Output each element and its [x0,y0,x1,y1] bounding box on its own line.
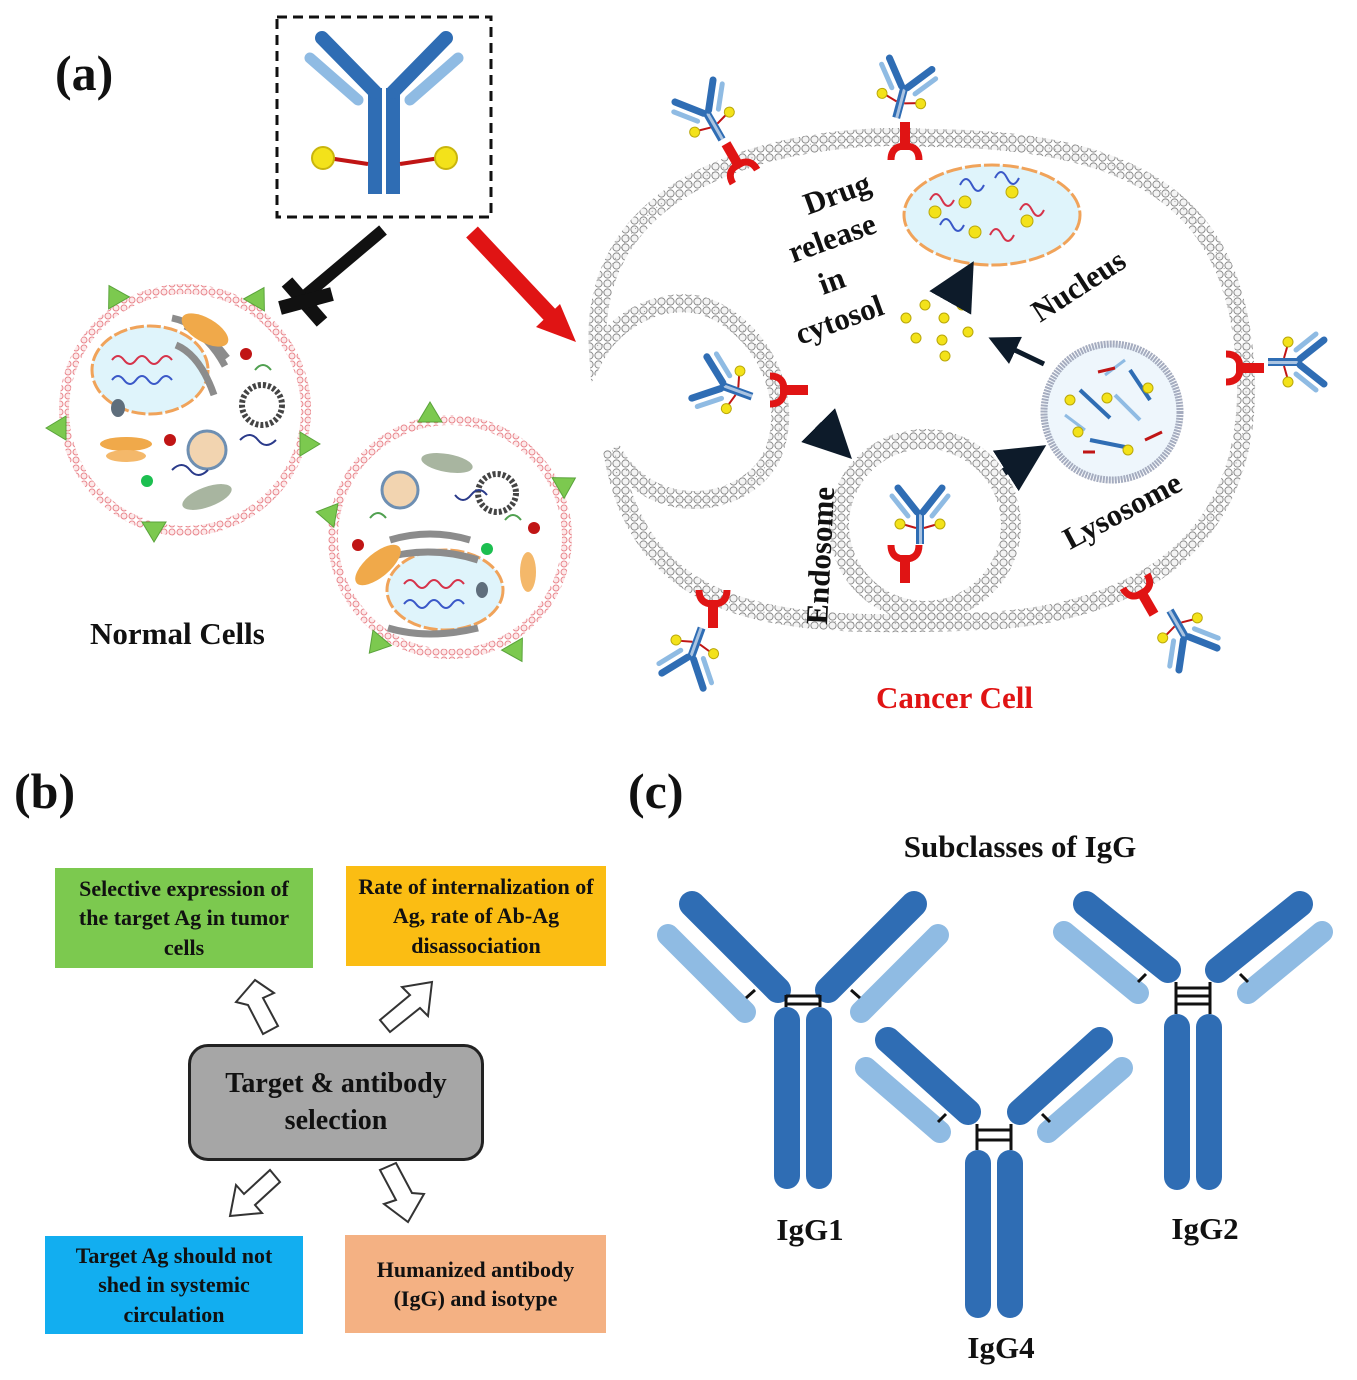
blocked-arrow-icon [278,225,387,327]
panel-b-arrows [228,978,434,1224]
panel-label-b: (b) [14,763,76,819]
target-antibody-selection: Target & antibody selection [188,1044,484,1161]
igg4-antibody [855,1027,1133,1318]
drug-payload-icon [434,146,458,170]
adc-box [275,15,493,219]
endosome [829,429,1021,621]
criterion-no-shedding: Target Ag should not shed in systemic ci… [45,1236,303,1334]
igg1-antibody [657,891,949,1189]
criterion-selective-expression: Selective expression of the target Ag in… [55,868,313,968]
label-endosome: Endosome [799,486,841,625]
panel-label-a: (a) [55,45,113,101]
adc-heavy-chain-left [368,88,382,194]
adc-heavy-chain-right [386,88,400,194]
outline-arrow-icon [234,978,280,1036]
outline-arrow-icon [228,1168,282,1218]
targeting-arrow-icon [466,226,576,342]
lysosome [1040,340,1184,484]
cancer-cell [588,57,1324,691]
igg4-label: IgG4 [967,1330,1034,1365]
igg2-antibody [1053,891,1333,1190]
normal-cells-label: Normal Cells [90,616,265,651]
panel-label-c: (c) [628,763,684,819]
cancer-cell-label: Cancer Cell [876,680,1033,715]
criterion-internalization-rate: Rate of internalization of Ag, rate of A… [346,866,606,966]
drug-payload-icon [311,146,335,170]
outline-arrow-icon [378,980,434,1034]
igg1-label: IgG1 [776,1212,843,1247]
criterion-humanized-antibody: Humanized antibody (IgG) and isotype [345,1235,606,1333]
pathway-arrows [801,261,1047,492]
igg2-label: IgG2 [1171,1211,1238,1246]
normal-cell-2 [313,401,582,668]
outline-arrow-icon [378,1161,426,1224]
nucleus [902,163,1082,267]
igg-subclasses-title: Subclasses of IgG [904,829,1137,864]
normal-cell-1 [45,279,321,543]
released-drug-icons [900,299,974,362]
